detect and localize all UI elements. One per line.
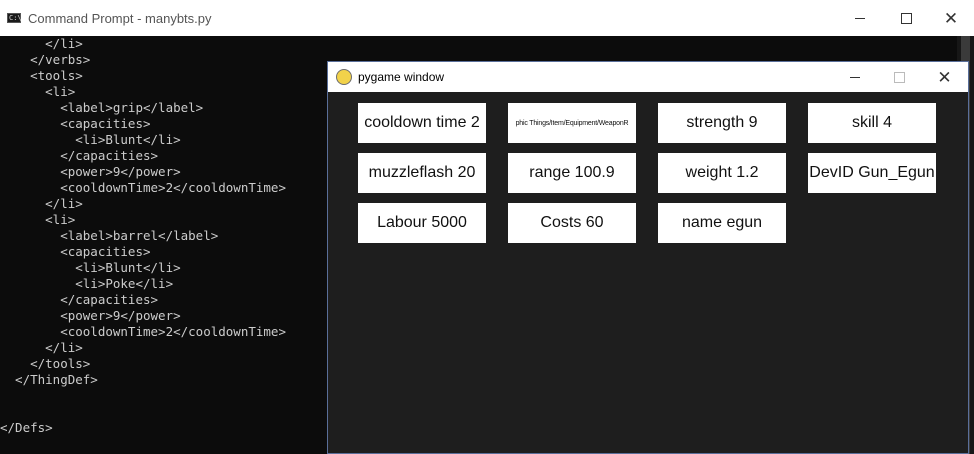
pygame-canvas[interactable]: cooldown time 2 phic Things/Item/Equipme… [328,92,968,453]
pygame-maximize-button[interactable] [877,62,922,92]
console-line: <li> [0,212,76,227]
console-line: <cooldownTime>2</cooldownTime> [0,180,286,195]
console-line: <li>Blunt</li> [0,260,181,275]
close-icon: ✕ [943,8,959,28]
console-line: <li> [0,84,76,99]
console-line: <capacities> [0,116,151,131]
stat-button-devid[interactable]: DevID Gun_Egun [808,153,936,193]
pygame-window-title: pygame window [358,70,445,84]
console-line: <tools> [0,68,83,83]
stat-button-labour[interactable]: Labour 5000 [358,203,486,243]
stat-button-range[interactable]: range 100.9 [508,153,636,193]
pygame-minimize-button[interactable] [832,62,877,92]
console-line: <li>Poke</li> [0,276,174,291]
stat-button-costs[interactable]: Costs 60 [508,203,636,243]
console-line [0,404,286,420]
console-line: <power>9</power> [0,164,181,179]
console-line: <cooldownTime>2</cooldownTime> [0,324,286,339]
console-line: </capacities> [0,148,159,163]
maximize-icon [900,12,912,24]
console-window-title: Command Prompt - manybts.py [28,11,212,26]
console-maximize-button[interactable] [883,0,929,36]
stat-button-muzzleflash[interactable]: muzzleflash 20 [358,153,486,193]
console-line: <capacities> [0,244,151,259]
console-line: </li> [0,196,83,211]
pygame-snake-icon [336,69,352,85]
console-line: </li> [0,340,83,355]
minimize-icon [855,17,865,19]
maximize-icon [894,71,905,83]
console-minimize-button[interactable] [837,0,883,36]
stat-button-name[interactable]: name egun [658,203,786,243]
console-line: </ThingDef> [0,372,98,387]
close-icon: ✕ [937,67,952,87]
console-line: <label>grip</label> [0,100,204,115]
stat-button-cooldown-time[interactable]: cooldown time 2 [358,103,486,143]
console-titlebar[interactable]: C:\ Command Prompt - manybts.py ✕ [0,0,974,36]
console-close-button[interactable]: ✕ [928,0,974,36]
pygame-window[interactable]: pygame window ✕ cooldown time 2 phic Thi… [327,61,969,454]
stat-button-weight[interactable]: weight 1.2 [658,153,786,193]
console-line: <power>9</power> [0,308,181,323]
minimize-icon [849,76,860,78]
stat-button-strength[interactable]: strength 9 [658,103,786,143]
console-line: </tools> [0,356,91,371]
stat-button-skill[interactable]: skill 4 [808,103,936,143]
console-line: </capacities> [0,292,159,307]
console-app-icon: C:\ [7,13,22,23]
console-line: </verbs> [0,52,91,67]
stat-button-texture-path[interactable]: phic Things/Item/Equipment/WeaponR [508,103,636,143]
console-line: <li>Blunt</li> [0,132,181,147]
console-line: </li> [0,36,83,51]
console-text: </li> </verbs> <tools> <li> <label>grip<… [0,36,286,436]
pygame-titlebar[interactable]: pygame window ✕ [328,62,968,92]
console-line [0,388,286,404]
console-line: </Defs> [0,420,53,435]
pygame-close-button[interactable]: ✕ [922,62,967,92]
console-line: <label>barrel</label> [0,228,219,243]
